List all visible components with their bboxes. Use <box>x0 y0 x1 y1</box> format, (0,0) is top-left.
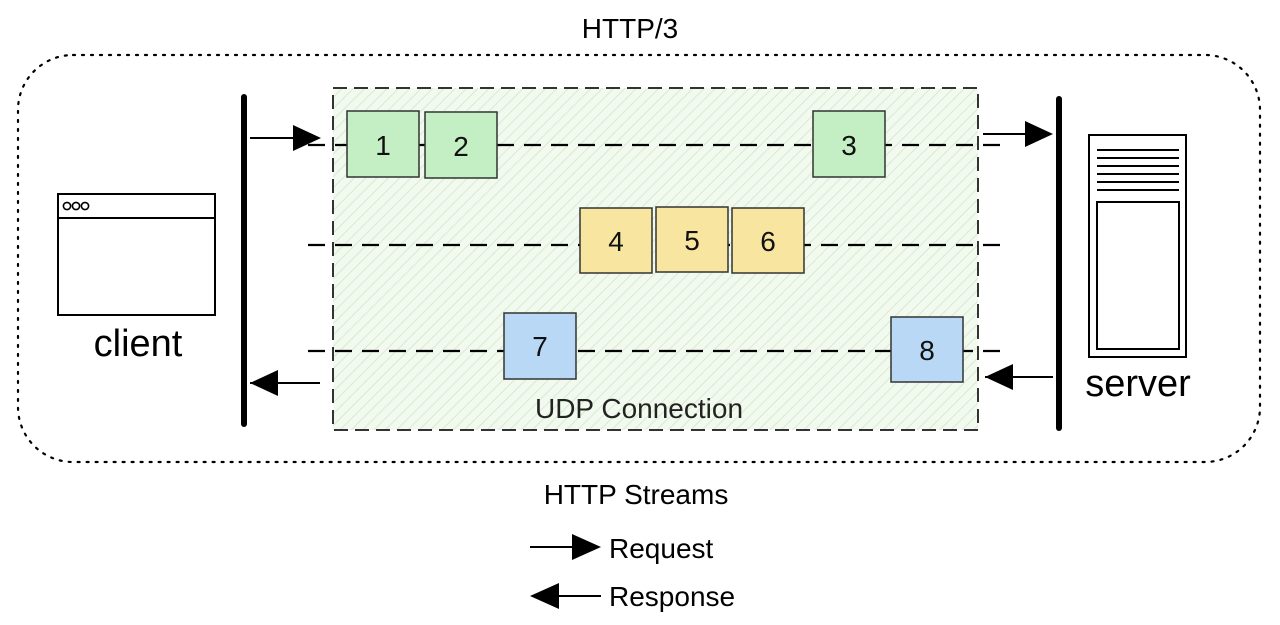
server-rack-icon <box>1088 134 1187 358</box>
response-arrowhead-in <box>985 364 1013 390</box>
frame-label: 1 <box>375 130 391 161</box>
frame-box <box>503 312 577 380</box>
udp-connection-label: UDP Connection <box>535 393 743 424</box>
frame-label: 7 <box>532 331 548 362</box>
request-arrowhead-out <box>1025 121 1053 147</box>
response-arrowhead-out <box>250 370 278 396</box>
legend-response-arrowhead <box>530 583 559 609</box>
frame-box <box>731 207 805 274</box>
frame-box <box>890 316 964 383</box>
frame-label: 8 <box>919 335 935 366</box>
stream-2-frames: 4 5 6 <box>579 206 805 274</box>
streams-caption: HTTP Streams <box>544 479 729 510</box>
legend-request-label: Request <box>609 533 714 564</box>
frame-box <box>579 207 653 274</box>
browser-window-icon <box>57 193 216 316</box>
frame-label: 6 <box>760 226 776 257</box>
frame-box <box>346 110 420 178</box>
frame-label: 2 <box>453 131 469 162</box>
frame-box <box>812 110 886 178</box>
legend-response-label: Response <box>609 581 735 612</box>
http3-boundary <box>16 53 1262 464</box>
legend: Request Response <box>530 533 735 612</box>
stream-1-frames: 1 2 3 <box>346 110 886 179</box>
frame-label: 4 <box>608 226 624 257</box>
request-arrowhead-in <box>293 125 321 151</box>
server-label: server <box>1085 363 1191 405</box>
stream-3-frames: 7 8 <box>503 312 964 383</box>
frame-box <box>424 111 498 179</box>
frame-label: 3 <box>841 130 857 161</box>
diagram-title: HTTP/3 <box>582 13 678 44</box>
frame-box <box>655 206 729 273</box>
legend-request-arrowhead <box>572 534 601 560</box>
frame-label: 5 <box>684 225 700 256</box>
client-label: client <box>94 323 183 365</box>
